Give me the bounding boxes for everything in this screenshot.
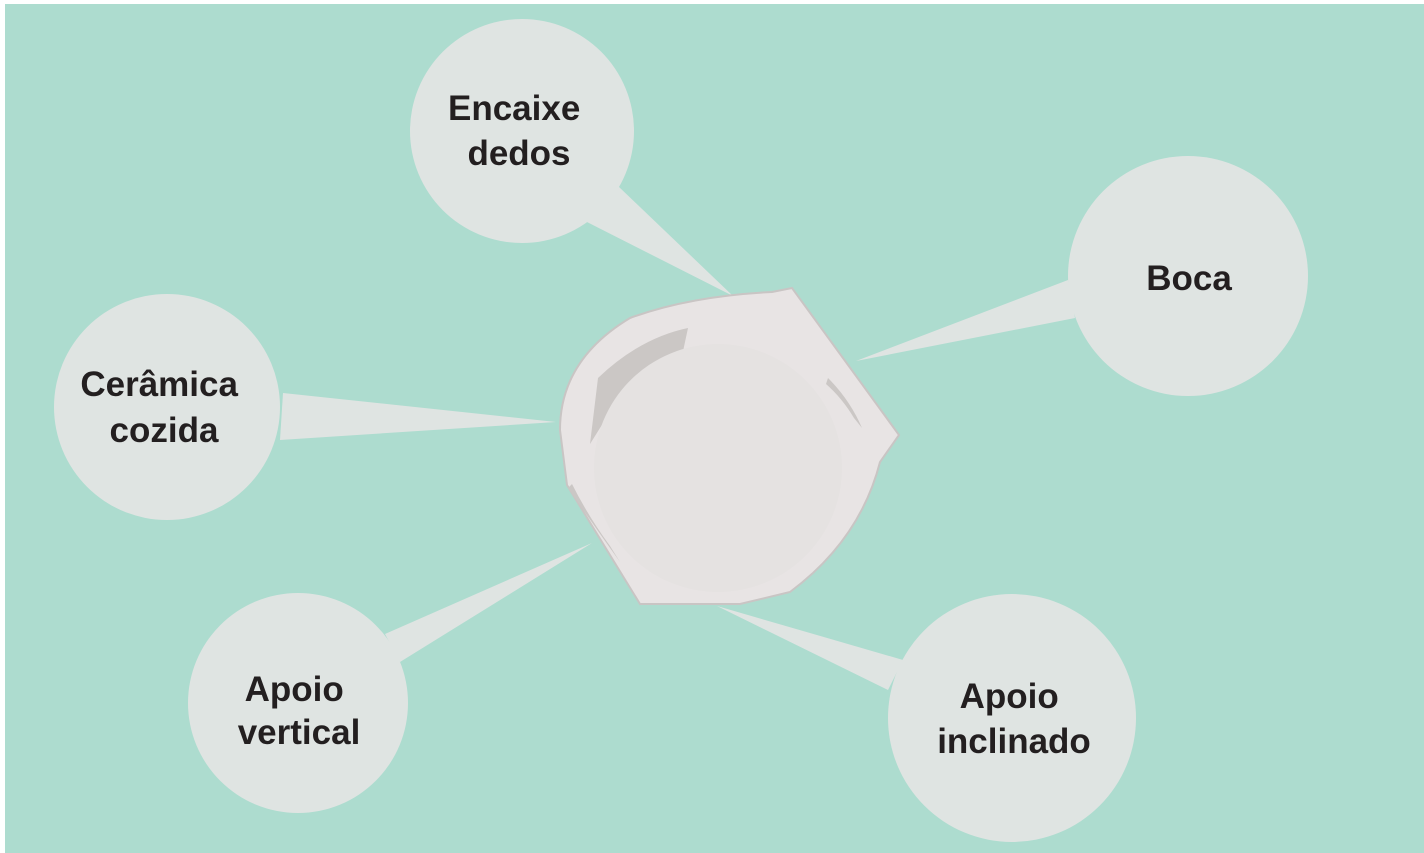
label-ceramica-cozida-line-2: cozida [110, 411, 219, 450]
label-ceramica-cozida-line-1: Cerâmica [80, 365, 238, 404]
vessel-mouth [594, 344, 842, 592]
label-apoio-vertical-line-1: Apoio [245, 670, 344, 709]
pointer-ceramica-cozida [280, 393, 556, 440]
label-apoio-inclinado-line-1: Apoio [960, 677, 1059, 716]
label-encaixe-dedos-line-2: dedos [467, 134, 570, 173]
label-encaixe-dedos-line-1: Encaixe [448, 89, 580, 128]
label-ceramica-cozida: Cerâmica cozida [80, 365, 247, 450]
label-apoio-inclinado-line-2: inclinado [937, 722, 1091, 761]
pointer-apoio-vertical [385, 543, 592, 662]
ceramic-vessel [558, 286, 901, 605]
label-boca: Boca [1146, 259, 1232, 298]
label-apoio-vertical: Apoio vertical [238, 670, 361, 752]
label-encaixe-dedos: Encaixe dedos [448, 89, 590, 173]
label-apoio-vertical-line-2: vertical [238, 713, 361, 752]
bubble-ceramica-cozida [54, 294, 280, 520]
pointer-boca [856, 280, 1075, 361]
label-apoio-inclinado: Apoio inclinado [937, 677, 1091, 761]
pointer-encaixe-dedos [583, 186, 733, 296]
pointer-apoio-inclinado [717, 606, 903, 690]
bubble-apoio-vertical [188, 593, 408, 813]
label-boca-line-1: Boca [1146, 259, 1232, 298]
bubble-boca [1068, 156, 1308, 396]
bubble-apoio-inclinado [888, 594, 1136, 842]
vessel-edge-left [568, 484, 620, 562]
vessel-edge-right [826, 378, 862, 428]
bubble-encaixe-dedos [410, 19, 634, 243]
